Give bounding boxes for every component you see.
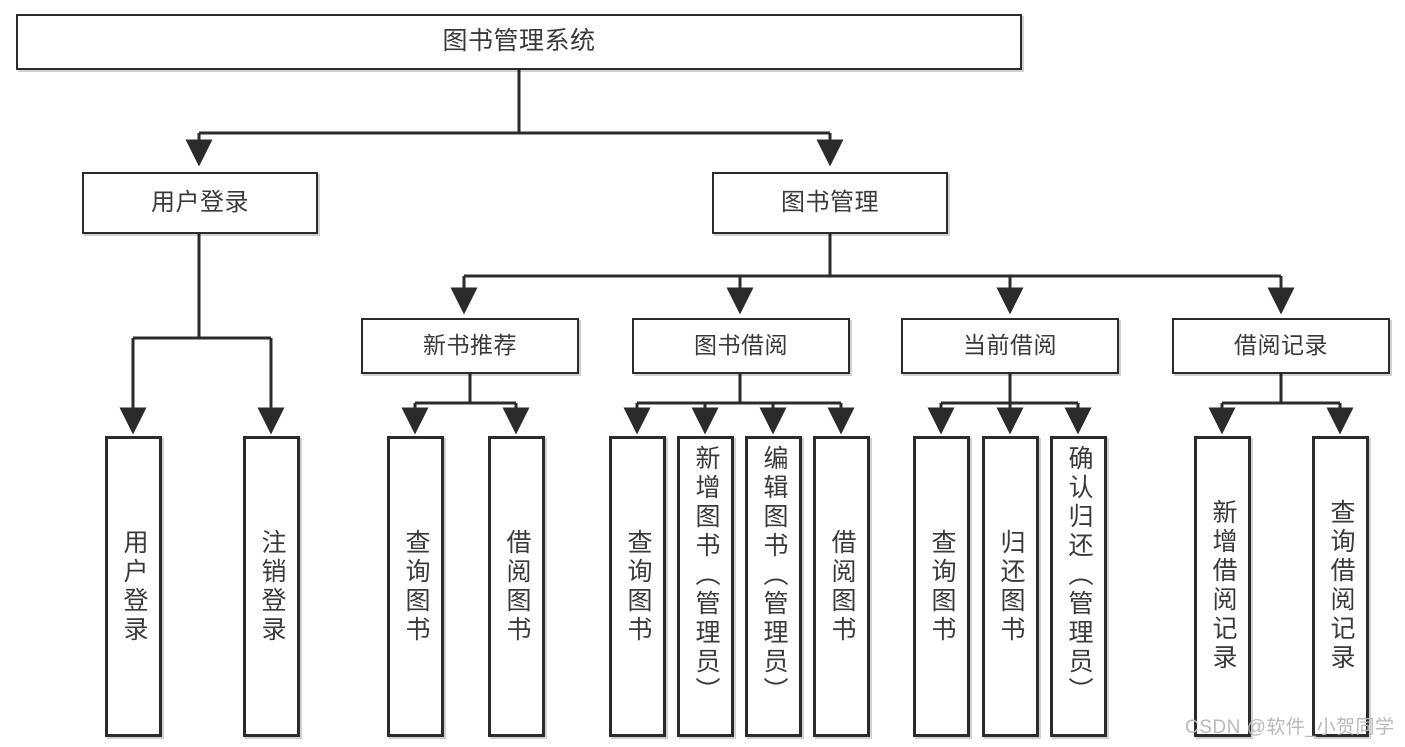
leaf-return-book-label: 归还图书: [997, 529, 1025, 645]
leaf-borrow-book-2[interactable]: 借阅图书: [813, 436, 870, 737]
leaf-query-book-3[interactable]: 查询图书: [913, 436, 970, 737]
node-root[interactable]: 图书管理系统: [16, 14, 1022, 70]
node-user-login-label: 用户登录: [151, 188, 249, 216]
node-root-label: 图书管理系统: [442, 27, 596, 56]
leaf-query-record[interactable]: 查询借阅记录: [1312, 436, 1369, 737]
leaf-query-book-1-label: 查询图书: [402, 529, 430, 645]
leaf-user-logout-label: 注销登录: [258, 529, 286, 645]
node-book-management-label: 图书管理: [781, 188, 879, 216]
leaf-user-logout[interactable]: 注销登录: [243, 436, 300, 737]
leaf-query-record-label: 查询借阅记录: [1327, 499, 1355, 673]
node-book-borrow-label: 图书借阅: [694, 332, 788, 359]
watermark: CSDN @软件_小贺同学: [1185, 717, 1395, 738]
node-borrow-record[interactable]: 借阅记录: [1172, 318, 1390, 374]
leaf-user-login[interactable]: 用户登录: [105, 436, 162, 737]
leaf-borrow-book-1-label: 借阅图书: [503, 529, 531, 645]
leaf-edit-book[interactable]: 编辑图书（管理员）: [745, 436, 802, 737]
leaf-add-book[interactable]: 新增图书（管理员）: [677, 436, 734, 737]
leaf-query-book-2-label: 查询图书: [624, 529, 652, 645]
leaf-query-book-3-label: 查询图书: [928, 529, 956, 645]
node-book-borrow[interactable]: 图书借阅: [632, 318, 850, 374]
leaf-confirm-return[interactable]: 确认归还（管理员）: [1050, 436, 1107, 737]
leaf-add-book-label: 新增图书（管理员）: [692, 445, 720, 706]
leaf-borrow-book-1[interactable]: 借阅图书: [488, 436, 545, 737]
leaf-query-book-2[interactable]: 查询图书: [609, 436, 666, 737]
leaf-query-book-1[interactable]: 查询图书: [387, 436, 444, 737]
node-book-management[interactable]: 图书管理: [712, 172, 948, 234]
node-current-borrow-label: 当前借阅: [963, 332, 1057, 359]
leaf-confirm-return-label: 确认归还（管理员）: [1065, 445, 1093, 706]
leaf-return-book[interactable]: 归还图书: [982, 436, 1039, 737]
leaf-add-record[interactable]: 新增借阅记录: [1194, 436, 1251, 737]
leaf-borrow-book-2-label: 借阅图书: [828, 529, 856, 645]
node-new-book-recommend[interactable]: 新书推荐: [361, 318, 579, 374]
leaf-edit-book-label: 编辑图书（管理员）: [760, 445, 788, 706]
leaf-add-record-label: 新增借阅记录: [1209, 499, 1237, 673]
node-current-borrow[interactable]: 当前借阅: [901, 318, 1119, 374]
leaf-user-login-label: 用户登录: [120, 529, 148, 645]
node-borrow-record-label: 借阅记录: [1234, 332, 1328, 359]
node-new-book-recommend-label: 新书推荐: [423, 332, 517, 359]
node-user-login[interactable]: 用户登录: [82, 172, 318, 234]
